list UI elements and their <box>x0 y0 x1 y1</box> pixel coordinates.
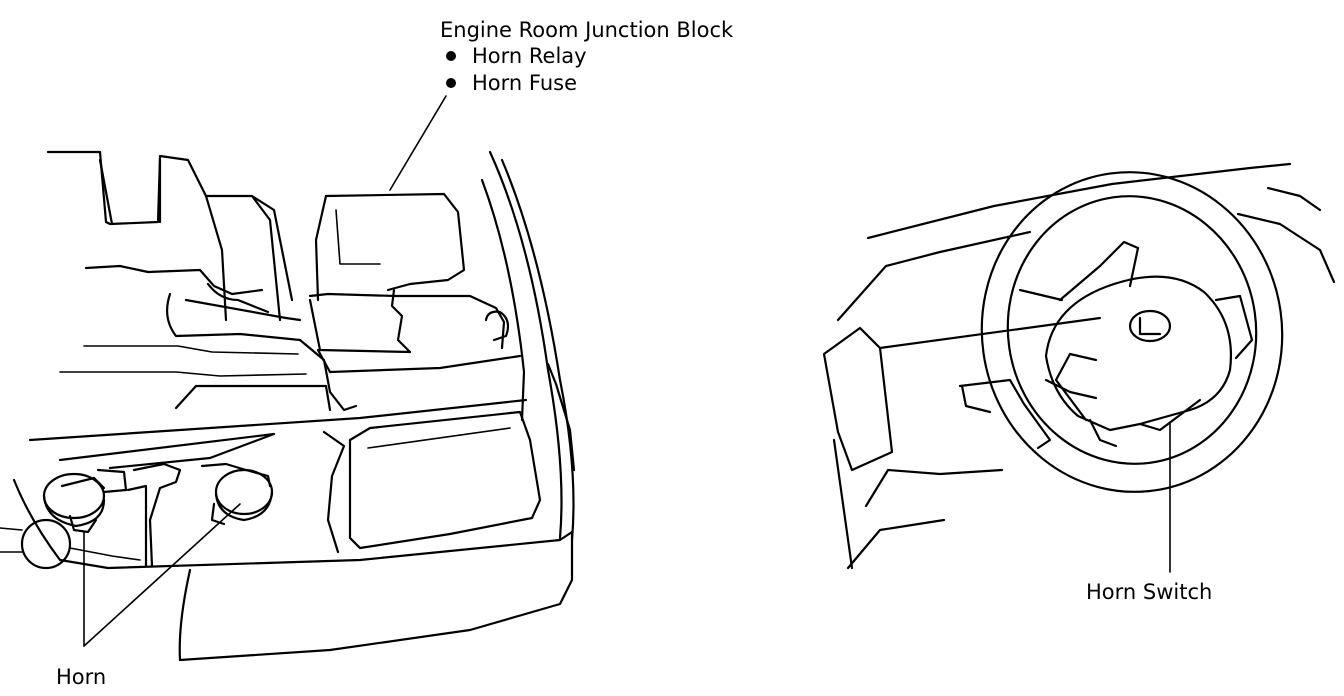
junction-block-title: Engine Room Junction Block <box>440 18 734 42</box>
horn-fuse-label: Horn Fuse <box>472 71 577 95</box>
bullet-icon <box>446 51 456 61</box>
horn-relay-label: Horn Relay <box>472 44 587 68</box>
horn-switch-label: Horn Switch <box>1086 580 1213 604</box>
horn-label: Horn <box>56 665 107 689</box>
engine-compartment-drawing <box>0 95 576 662</box>
bullet-icon <box>446 78 456 88</box>
steering-wheel-drawing <box>822 162 1336 573</box>
